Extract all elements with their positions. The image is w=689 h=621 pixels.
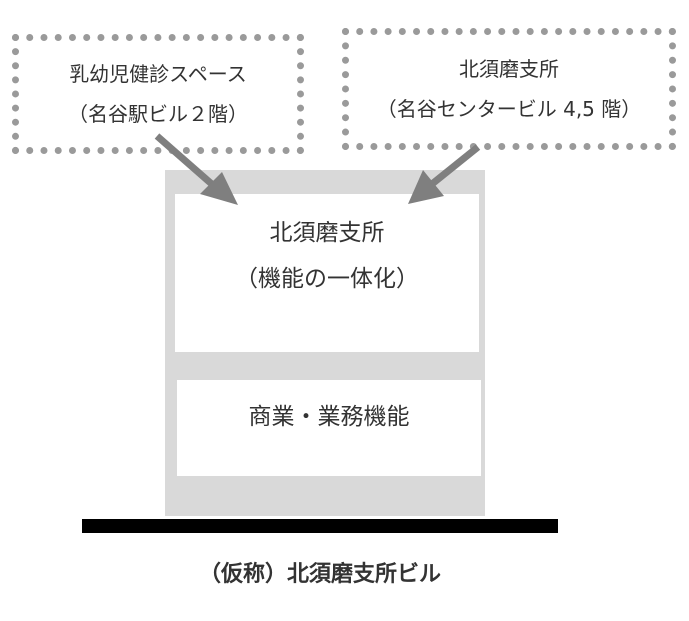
lower-floor-title: 商業・業務機能	[248, 404, 410, 430]
building-caption: （仮称）北須磨支所ビル	[198, 562, 441, 587]
kitasuma-branch-current-title: 北須磨支所	[459, 57, 559, 81]
infant-checkup-space-location: （名谷駅ビル２階）	[68, 102, 248, 126]
upper-floor-title: 北須磨支所	[269, 220, 385, 246]
kitasuma-branch-current-box: 北須磨支所 （名谷センタービル 4,5 階）	[342, 28, 676, 150]
infant-checkup-space-title: 乳幼児健診スペース	[69, 62, 247, 86]
kitasuma-branch-current-location: （名谷センタービル 4,5 階）	[376, 97, 642, 121]
lower-floor-commercial: 商業・業務機能	[177, 380, 481, 476]
infant-checkup-space-box: 乳幼児健診スペース （名谷駅ビル２階）	[12, 34, 304, 154]
upper-floor-branch-office: 北須磨支所 （機能の一体化）	[175, 194, 479, 352]
ground-line	[82, 519, 558, 533]
upper-floor-subtitle: （機能の一体化）	[235, 266, 419, 292]
